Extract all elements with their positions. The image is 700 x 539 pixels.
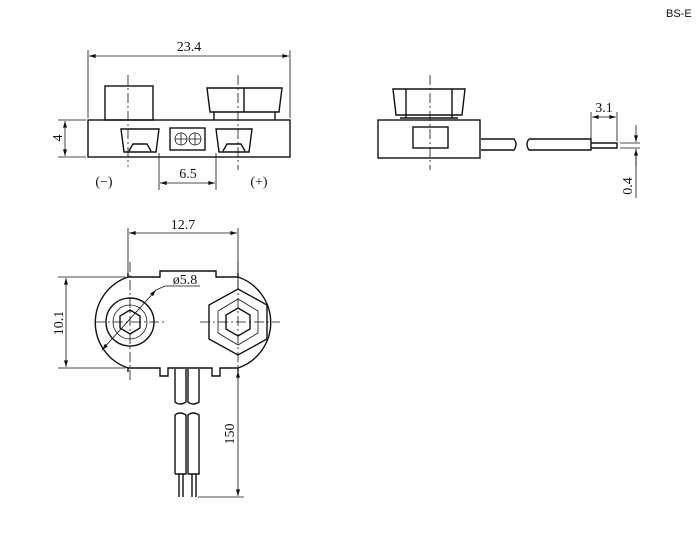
drawing-stroke [58, 276, 125, 369]
center-window [169, 127, 206, 151]
pitch-dim-label: 6.5 [179, 167, 197, 182]
side-cap [392, 88, 466, 119]
connector-body [87, 119, 291, 158]
negative-contact-window [120, 128, 160, 153]
negative-label: (−) [95, 175, 113, 190]
stripped-wire-end [591, 142, 618, 149]
drawing-stroke [158, 153, 217, 190]
model-label: BS-E [666, 8, 692, 20]
width-dim-label: 23.4 [177, 40, 202, 55]
height-dim-label: 4 [51, 135, 66, 142]
drawing-stroke [58, 119, 86, 158]
height-dim-label-bottom: 10.1 [52, 311, 67, 336]
negative-snap-cap [104, 85, 154, 121]
plate-arcs [94, 276, 272, 369]
dimension-line [101, 289, 157, 351]
drawing-stroke [590, 112, 618, 141]
stud-dia-dim-label: ø5.8 [173, 273, 198, 288]
front-view: 23.4 4 6.5 (−) (+) [51, 40, 291, 190]
drawing-stroke [87, 50, 291, 118]
drawing-stroke [412, 126, 449, 149]
lead-length-dim-label: 150 [223, 424, 238, 445]
side-body [377, 119, 481, 159]
lead-wires-lower [174, 412, 200, 475]
wire-dia-dim-label: 0.4 [621, 177, 636, 195]
lead-wire [481, 138, 592, 151]
lead-wires-upper [174, 369, 200, 405]
side-view: 3.1 0.4 [377, 75, 640, 198]
positive-contact-window [215, 128, 253, 153]
center-distance-dim-label: 12.7 [171, 218, 196, 233]
drawing-stroke [620, 142, 640, 149]
positive-label: (+) [250, 175, 268, 190]
drawing-stroke [217, 298, 259, 346]
drawing-stroke [175, 133, 201, 145]
bottom-view: ø5.8 12.7 10.1 150 [52, 218, 280, 498]
strip-length-dim-label: 3.1 [595, 101, 613, 116]
wire-pins [178, 474, 197, 497]
drawing-stroke [127, 228, 239, 290]
positive-snap-cap [206, 87, 283, 120]
plate-edges [127, 270, 239, 377]
drawing-stroke [155, 285, 200, 291]
